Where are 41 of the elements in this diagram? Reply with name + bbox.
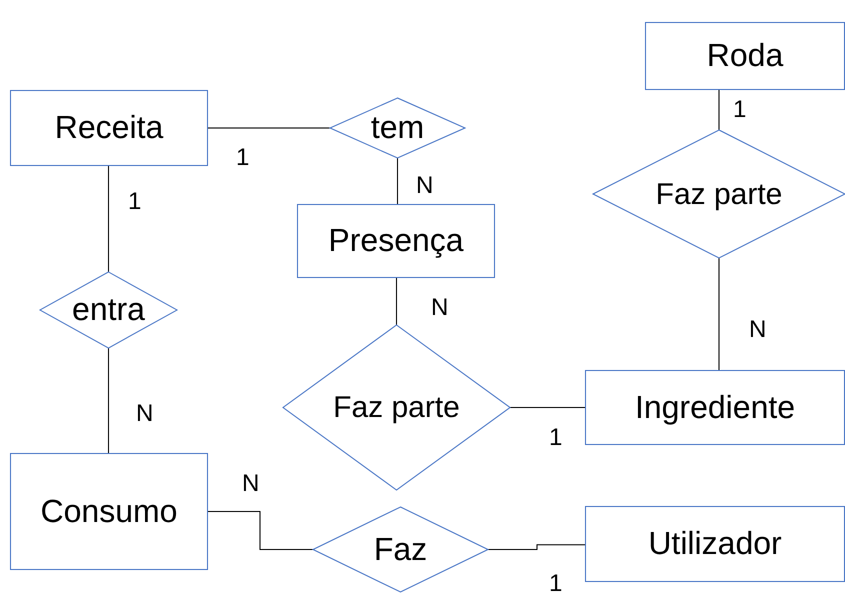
entity-label: Receita: [54, 108, 164, 148]
entity-label: Utilizador: [648, 524, 782, 564]
cardinality-label: N: [416, 174, 434, 198]
entity-box: [10, 453, 208, 570]
connector-line: [397, 158, 398, 204]
connector-line: [488, 544, 586, 550]
cardinality-label: 1: [128, 190, 142, 214]
relationship-diamond: [40, 272, 177, 348]
cardinality-label: 1: [733, 98, 746, 122]
entity-label: Presença: [328, 221, 464, 260]
entity-box: [10, 90, 208, 166]
relationship-label: Faz: [374, 530, 428, 569]
entity-box: [645, 22, 845, 90]
relationship-diamond: [283, 325, 510, 490]
entity-label: Ingrediente: [634, 388, 796, 427]
relationship-label: tem: [370, 108, 424, 148]
connector-line: [208, 511, 314, 550]
cardinality-label: 1: [549, 426, 562, 450]
connector-line: [108, 348, 109, 454]
entity-box: [585, 506, 845, 582]
relationship-diamond: [593, 130, 845, 258]
cardinality-label: 1: [236, 146, 250, 170]
relationship-label: Faz parte: [333, 390, 460, 426]
relationship-diamond: [313, 507, 488, 592]
cardinality-label: N: [431, 296, 448, 320]
cardinality-label: N: [242, 472, 260, 496]
connector-line: [510, 407, 586, 408]
cardinality-label: 1: [549, 572, 562, 594]
cardinality-label: N: [136, 402, 154, 426]
cardinality-label: N: [749, 318, 766, 342]
relationship-label: Faz parte: [656, 176, 782, 212]
connector-line: [396, 278, 397, 326]
connector-line: [718, 90, 720, 130]
entity-box: [297, 204, 495, 278]
relationship-diamond: [330, 98, 465, 158]
entity-label: Consumo: [40, 492, 178, 531]
relationship-label: entra: [72, 290, 145, 330]
entity-box: [585, 370, 845, 445]
connector-line: [108, 166, 109, 272]
connector-line: [718, 258, 720, 370]
entity-label: Roda: [706, 36, 784, 76]
